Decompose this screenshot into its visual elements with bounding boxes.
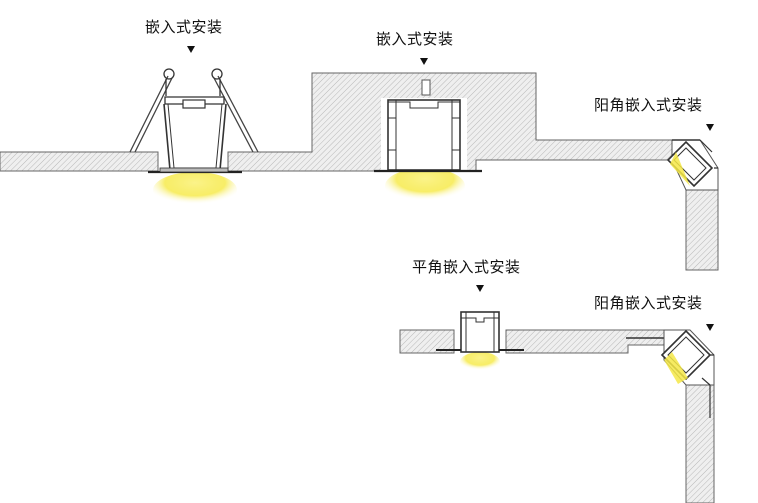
pointer-arrow-icon [706,324,714,331]
label-outer-corner-bottom: 阳角嵌入式安装 [594,294,703,312]
flat-corner-profile [436,311,524,372]
pointer-arrow-icon [476,285,484,292]
recessed-profile-straight [374,79,482,204]
outer-corner-profile-bottom [660,329,715,418]
recessed-profile-with-clips [129,68,259,208]
label-flat-corner: 平角嵌入式安装 [412,258,521,276]
label-outer-corner-top: 阳角嵌入式安装 [594,96,703,114]
label-recessed-1: 嵌入式安装 [145,18,223,36]
pointer-arrow-icon [420,58,428,65]
bottom-ceiling [399,329,715,503]
pointer-arrow-icon [706,124,714,131]
label-recessed-2: 嵌入式安装 [376,30,454,48]
pointer-arrow-icon [187,46,195,53]
outer-corner-profile-top [666,139,719,191]
